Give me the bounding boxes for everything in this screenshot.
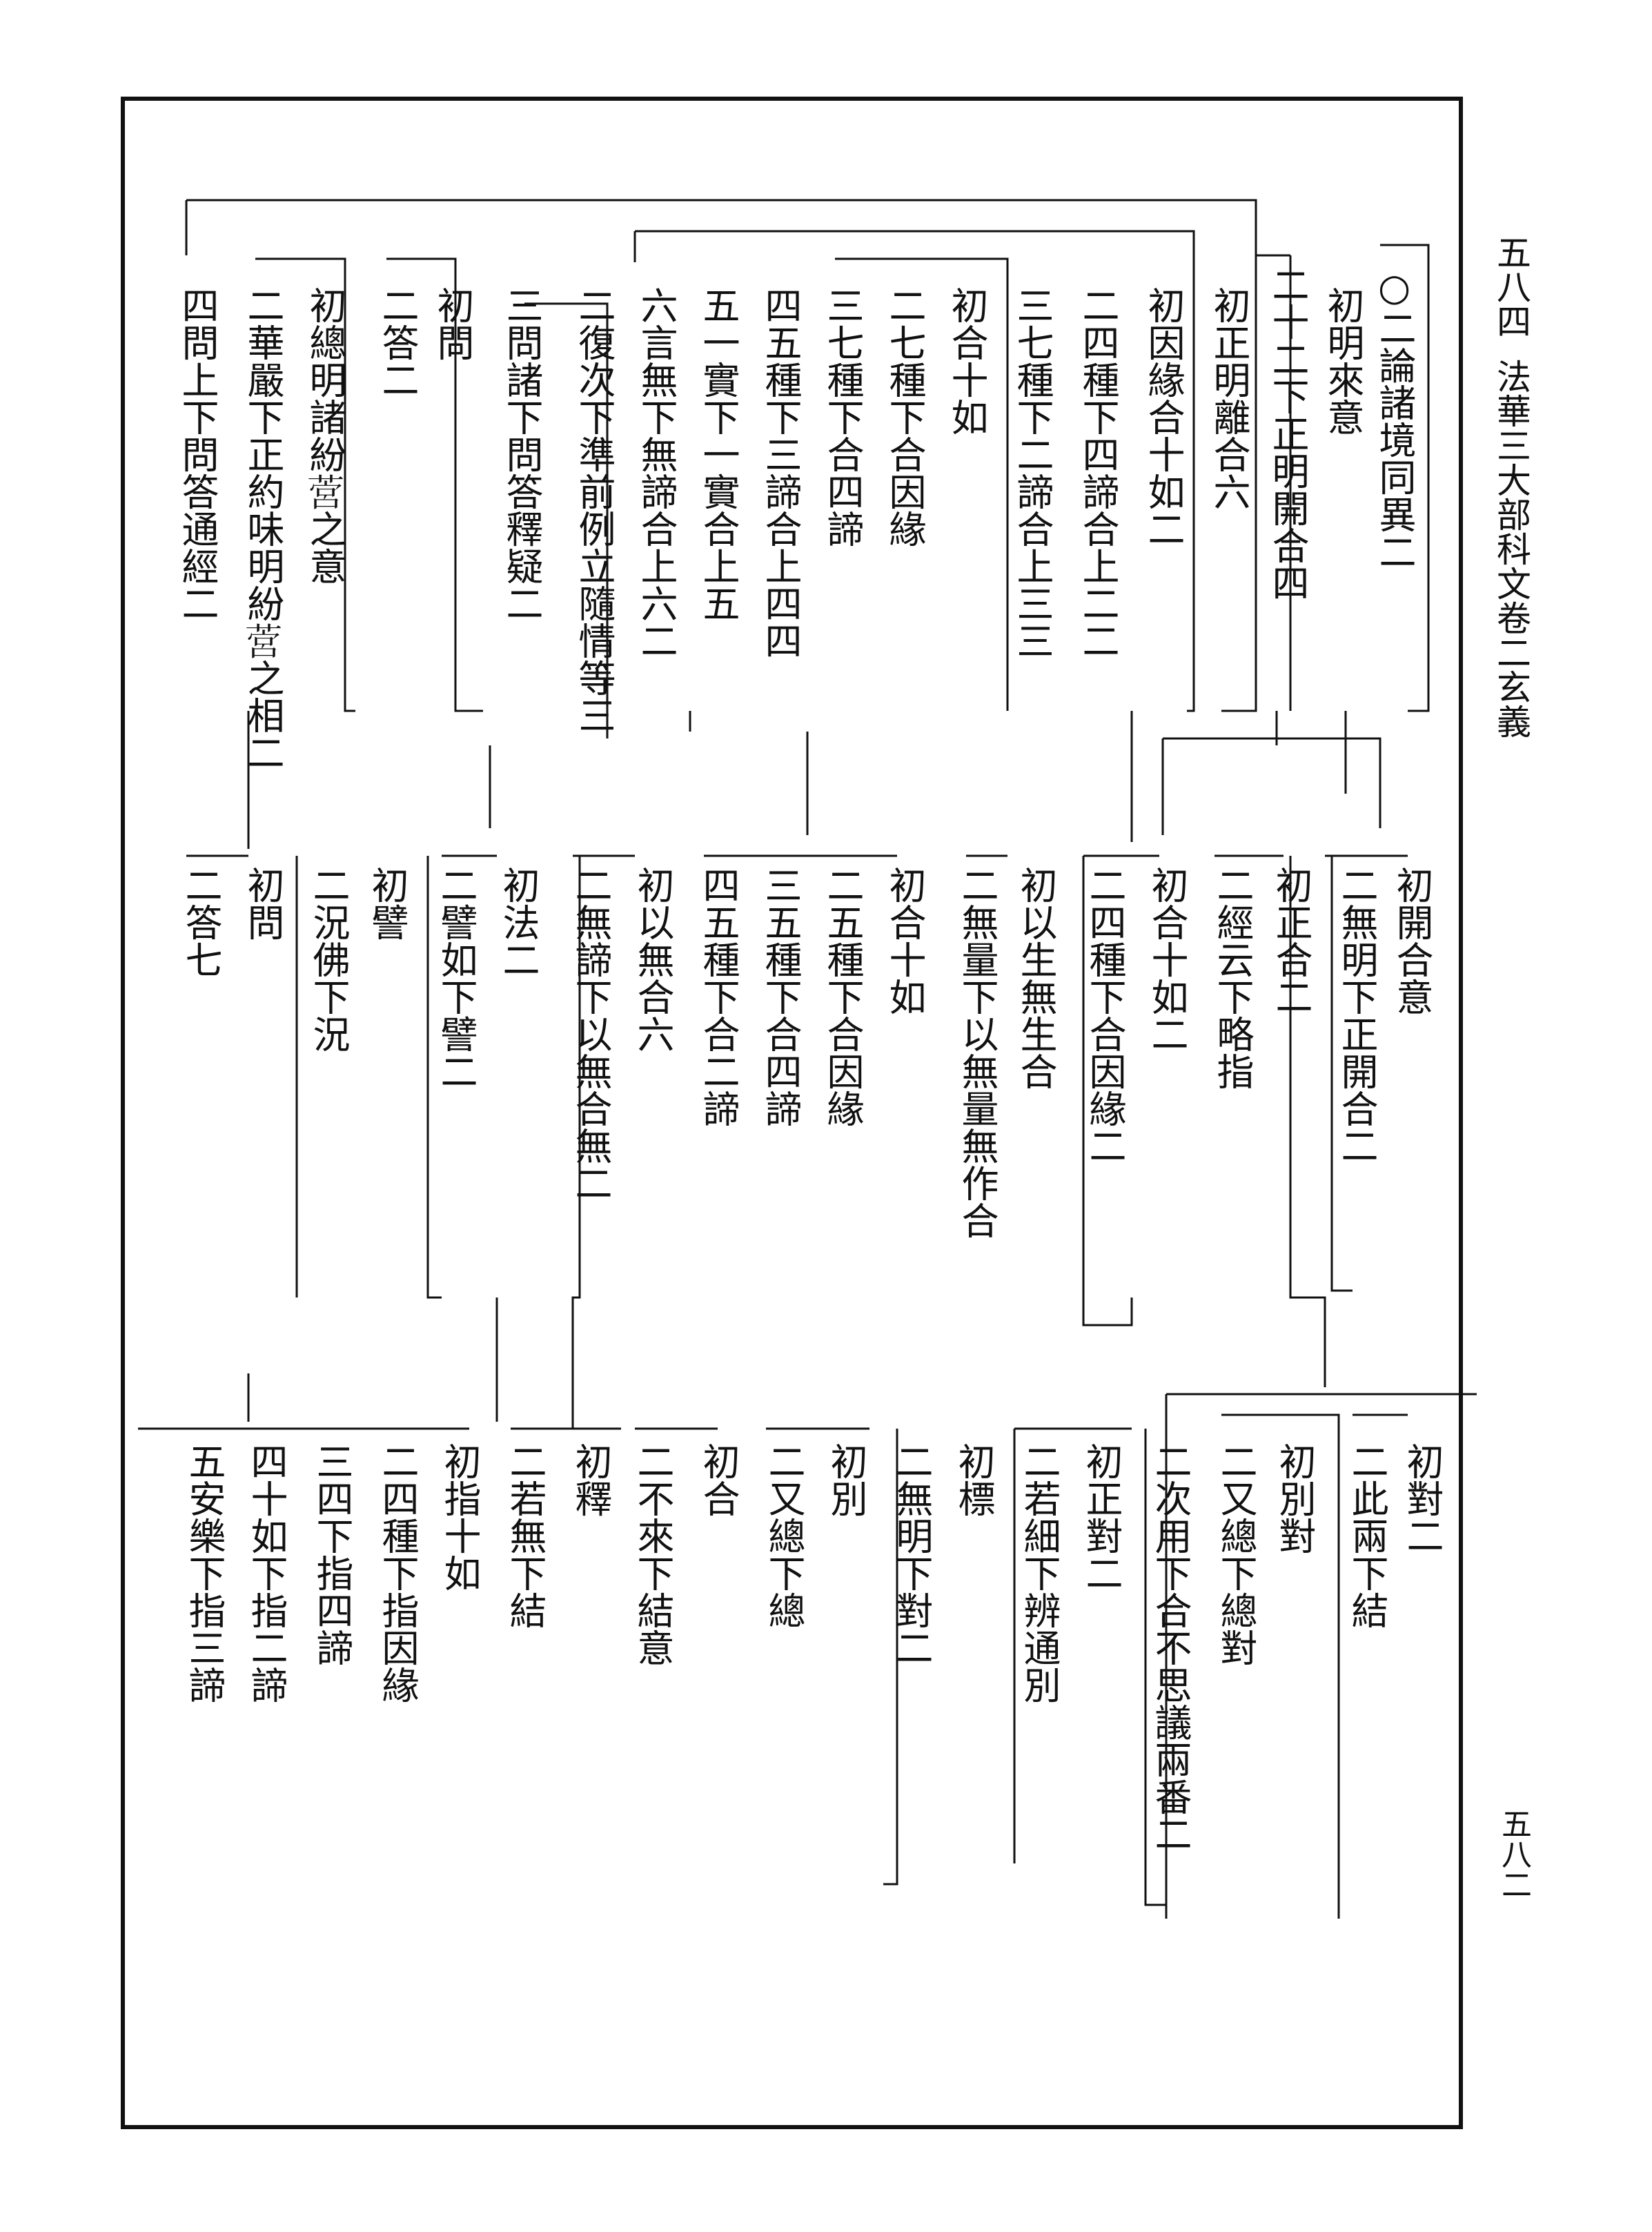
outline-entry: 初問 bbox=[241, 866, 284, 941]
outline-entry: 三四下指四諦 bbox=[310, 1442, 353, 1666]
outline-entry: 六言無下無諦合上六二 bbox=[634, 286, 678, 659]
outline-entry: 二無量下以無量無作合 bbox=[955, 866, 999, 1239]
outline-entry: 二十二下正明開合四 bbox=[1266, 266, 1309, 601]
outline-entry: 二無諦下以無合無二 bbox=[569, 866, 612, 1202]
outline-entry: 初釋 bbox=[569, 1442, 612, 1517]
outline-entry: 初問 bbox=[431, 286, 474, 361]
outline-entry: 初別 bbox=[824, 1442, 867, 1517]
outline-entry: 四五種下合二諦 bbox=[696, 866, 740, 1127]
outline-entry: 四十如下指二諦 bbox=[244, 1442, 288, 1703]
outline-entry: 二經云下略指 bbox=[1210, 866, 1254, 1090]
outline-entry: 二復次下準前例立隨情等三 bbox=[572, 286, 616, 734]
outline-entry: 二五種下合因緣 bbox=[820, 866, 864, 1127]
outline-entry: 初正明離合六 bbox=[1207, 286, 1250, 510]
outline-entry: 三七種下二諦合上三三 bbox=[1010, 286, 1054, 659]
outline-entry: 四問上下問答通經二 bbox=[175, 286, 219, 622]
outline-entry: 二此兩下結 bbox=[1345, 1442, 1388, 1629]
outline-entry: 初合十如二 bbox=[1145, 866, 1188, 1053]
outline-entry: 二四種下指因緣 bbox=[375, 1442, 419, 1703]
outline-entry: 二又總下總 bbox=[762, 1442, 805, 1629]
outline-entry: 四五種下三諦合上四四 bbox=[758, 286, 802, 659]
outline-entry: ○二論諸境同異二 bbox=[1373, 266, 1416, 570]
outline-entry: 二譬如下譬二 bbox=[434, 866, 478, 1090]
folio-number: 五八二 bbox=[1496, 1808, 1531, 1899]
outline-entry: 二答七 bbox=[179, 866, 222, 978]
outline-entry: 二若無下結 bbox=[503, 1442, 547, 1629]
outline-entry: 三問諸下問答釋疑二 bbox=[500, 286, 543, 622]
outline-entry: 初合 bbox=[696, 1442, 740, 1517]
outline-entry: 二又總下總對 bbox=[1214, 1442, 1257, 1666]
outline-entry: 二華嚴下正約味明紛𦵡之相二 bbox=[241, 286, 284, 771]
outline-entry: 二況佛下況 bbox=[306, 866, 350, 1053]
outline-entry: 初法二 bbox=[496, 866, 540, 978]
outline-entry: 初別對 bbox=[1272, 1442, 1316, 1554]
outline-entry: 五一實下一實合上五 bbox=[696, 286, 740, 622]
outline-entry: 初明來意 bbox=[1321, 286, 1364, 435]
outline-entry: 三五種下合四諦 bbox=[758, 866, 802, 1127]
outline-entry: 初開合意 bbox=[1390, 866, 1433, 1015]
page-frame bbox=[121, 97, 1463, 2129]
outline-entry: 二不來下結意 bbox=[631, 1442, 674, 1666]
outline-entry: 五安樂下指三諦 bbox=[182, 1442, 226, 1703]
outline-entry: 初因緣合十如二 bbox=[1141, 286, 1185, 547]
outline-entry: 初合十如 bbox=[883, 866, 926, 1015]
page-number: 五八四 bbox=[1491, 235, 1531, 338]
outline-entry: 二無明下對二 bbox=[889, 1442, 933, 1666]
outline-entry: 二次用下合不思議兩番二 bbox=[1148, 1442, 1192, 1852]
outline-entry: 初對二 bbox=[1400, 1442, 1444, 1554]
outline-entry: 二四種下四諦合上二二 bbox=[1076, 286, 1119, 659]
outline-entry: 初標 bbox=[952, 1442, 995, 1517]
outline-entry: 二無明下正開合二 bbox=[1335, 866, 1378, 1164]
outline-entry: 初正對二 bbox=[1079, 1442, 1123, 1592]
outline-entry: 初以無合六 bbox=[631, 866, 674, 1053]
book-title: 法華三大部科文卷二玄義 bbox=[1491, 359, 1531, 738]
outline-entry: 初以生無生合 bbox=[1014, 866, 1057, 1090]
outline-entry: 初指十如 bbox=[437, 1442, 481, 1592]
outline-entry: 二四種下合因緣二 bbox=[1083, 866, 1126, 1164]
outline-entry: 二若細下辨通別 bbox=[1017, 1442, 1061, 1703]
outline-entry: 初譬 bbox=[365, 866, 409, 941]
outline-entry: 二答二 bbox=[375, 286, 419, 398]
outline-entry: 初總明諸紛𦵡之意 bbox=[303, 286, 346, 585]
outline-entry: 二七種下合因緣 bbox=[883, 286, 926, 547]
outline-entry: 初合十如 bbox=[945, 286, 988, 435]
outline-entry: 三七種下合四諦 bbox=[820, 286, 864, 547]
outline-entry: 初正合二 bbox=[1269, 866, 1312, 1015]
